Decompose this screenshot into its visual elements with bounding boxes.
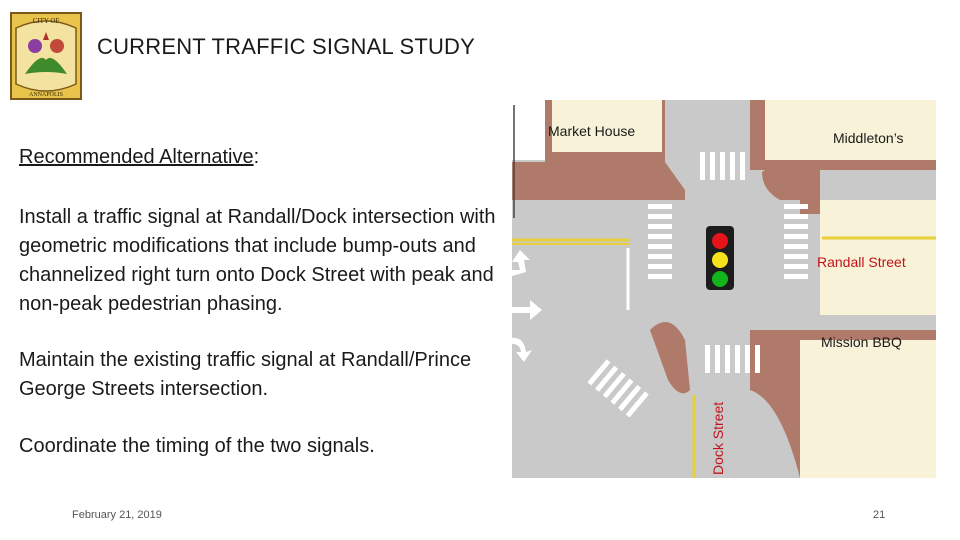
crosswalk-west: [648, 204, 672, 279]
section-heading: Recommended Alternative:: [19, 146, 259, 169]
channel-island: [650, 322, 690, 394]
label-market-house: Market House: [548, 123, 636, 139]
label-middletons: Middleton’s: [833, 130, 904, 146]
building-market-house: [552, 100, 662, 152]
signal-red-light: [712, 233, 728, 249]
crosswalk-east: [784, 204, 808, 279]
intersection-map: [500, 100, 936, 478]
sidewalk-northwest: [510, 162, 685, 200]
label-mission-bbq: Mission BBQ: [821, 334, 902, 350]
right-turn-arrow: [510, 337, 532, 362]
crosswalk-north: [700, 152, 745, 180]
building-mission-bbq: [800, 340, 936, 478]
city-seal-logo: CITY OF ANNAPOLIS: [10, 12, 82, 100]
signal-green-light: [712, 271, 728, 287]
label-dock-street: Dock Street: [710, 401, 726, 475]
through-arrow: [510, 300, 542, 320]
building-middletons: [765, 100, 936, 160]
logo-text-top: CITY OF: [33, 17, 60, 25]
page-number: 21: [873, 509, 886, 521]
paragraph-coordinate-timing: Coordinate the timing of the two signals…: [19, 435, 375, 457]
section-heading-colon: :: [253, 146, 260, 168]
label-randall-street: Randall Street: [817, 254, 906, 270]
paragraph-signal-install: Install a traffic signal at Randall/Dock…: [19, 206, 496, 315]
building-randall-east: [820, 200, 936, 315]
footer-date: February 21, 2019: [72, 509, 162, 521]
section-heading-label: Recommended Alternative: [19, 146, 254, 168]
page-title: CURRENT TRAFFIC SIGNAL STUDY: [97, 34, 476, 59]
signal-yellow-light: [712, 252, 728, 268]
left-turn-arrow: [512, 250, 530, 276]
paragraph-maintain-signal: Maintain the existing traffic signal at …: [19, 349, 472, 400]
crosswalk-channel: [587, 359, 649, 418]
crosswalk-south: [705, 345, 760, 373]
logo-text-bottom: ANNAPOLIS: [29, 92, 63, 98]
